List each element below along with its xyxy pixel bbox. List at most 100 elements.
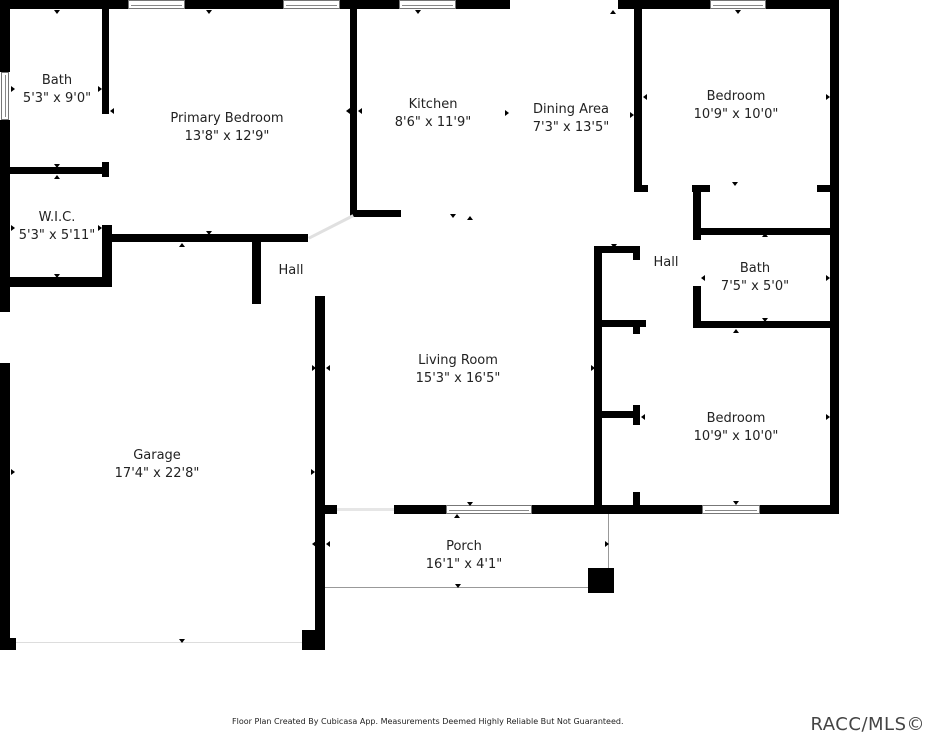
wall	[532, 505, 702, 514]
room-name: Garage	[133, 448, 181, 463]
door-opening	[308, 214, 354, 240]
room-name: Kitchen	[408, 97, 458, 112]
room-dimensions: 7'5" x 5'0"	[720, 279, 790, 294]
watermark: RACC/MLS©	[810, 714, 925, 735]
room-name: Bedroom	[706, 411, 766, 426]
dimension-tick-icon	[610, 10, 616, 14]
disclaimer-text: Floor Plan Created By Cubicasa App. Meas…	[232, 717, 624, 726]
dimension-tick-icon	[206, 10, 212, 14]
wall	[0, 638, 16, 650]
dimension-tick-icon	[732, 182, 738, 186]
dimension-tick-icon	[179, 243, 185, 247]
room-bedroom-upper: Bedroom 10'9" x 10'0"	[694, 88, 779, 124]
wall	[634, 9, 642, 192]
room-dimensions: 5'3" x 9'0"	[22, 91, 92, 106]
wall	[693, 228, 830, 235]
wall	[325, 505, 337, 514]
room-name: W.I.C.	[38, 210, 76, 225]
wall	[102, 9, 109, 114]
wall	[692, 185, 710, 192]
wall	[634, 185, 648, 192]
wall	[185, 0, 283, 9]
wall	[252, 240, 261, 304]
wall	[693, 286, 701, 328]
dimension-tick-icon	[312, 365, 316, 371]
dimension-tick-icon	[54, 164, 60, 168]
room-name: Porch	[446, 539, 482, 554]
room-dimensions: 10'9" x 10'0"	[693, 107, 779, 122]
wall	[594, 411, 640, 418]
room-name: Bath	[41, 73, 73, 88]
wall	[394, 505, 446, 514]
dimension-tick-icon	[643, 94, 647, 100]
dimension-tick-icon	[505, 110, 509, 116]
wall	[693, 185, 701, 240]
dimension-tick-icon	[346, 108, 350, 114]
window	[710, 0, 766, 9]
room-dimensions: 7'3" x 13'5"	[532, 120, 610, 135]
dimension-tick-icon	[415, 10, 421, 14]
wall	[456, 0, 510, 9]
dimension-tick-icon	[54, 175, 60, 179]
dimension-tick-icon	[826, 275, 830, 281]
room-name: Bedroom	[706, 89, 766, 104]
room-name: Living Room	[418, 353, 498, 368]
dimension-tick-icon	[762, 233, 768, 237]
dimension-tick-icon	[735, 10, 741, 14]
dimension-tick-icon	[826, 414, 830, 420]
room-porch: Porch 16'1" x 4'1"	[426, 538, 502, 574]
wall	[10, 277, 112, 287]
wall	[633, 320, 640, 334]
wall	[0, 363, 10, 650]
room-hall-left: Hall	[279, 262, 304, 280]
room-dimensions: 16'1" x 4'1"	[425, 557, 503, 572]
dimension-tick-icon	[591, 365, 595, 371]
wall	[766, 0, 838, 9]
dimension-tick-icon	[450, 214, 456, 218]
room-wic: W.I.C. 5'3" x 5'11"	[19, 209, 95, 245]
porch-post	[588, 568, 614, 593]
window	[702, 505, 760, 514]
dimension-tick-icon	[733, 501, 739, 505]
dimension-tick-icon	[54, 10, 60, 14]
window	[283, 0, 340, 9]
room-name: Hall	[278, 263, 304, 278]
dimension-tick-icon	[358, 108, 362, 114]
wall	[0, 120, 10, 312]
dimension-tick-icon	[641, 414, 645, 420]
wall	[594, 246, 640, 253]
dimension-tick-icon	[611, 244, 617, 248]
room-dimensions: 10'9" x 10'0"	[693, 429, 779, 444]
wall	[830, 0, 839, 514]
wall	[693, 321, 830, 328]
room-kitchen: Kitchen 8'6" x 11'9"	[395, 96, 471, 132]
dimension-tick-icon	[701, 275, 705, 281]
wall	[817, 185, 830, 192]
room-name: Primary Bedroom	[170, 111, 284, 126]
garage-door-line	[16, 642, 302, 643]
wall	[0, 0, 128, 9]
room-dimensions: 17'4" x 22'8"	[114, 466, 200, 481]
room-dimensions: 15'3" x 16'5"	[415, 371, 501, 386]
window	[399, 0, 456, 9]
window	[128, 0, 185, 9]
wall	[0, 0, 10, 72]
dimension-tick-icon	[312, 541, 316, 547]
wall	[109, 234, 308, 242]
wall	[594, 246, 602, 506]
room-dimensions: 5'3" x 5'11"	[18, 228, 96, 243]
wall	[350, 210, 401, 217]
dimension-tick-icon	[11, 86, 15, 92]
room-name: Bath	[739, 261, 771, 276]
wall	[633, 492, 640, 514]
wall	[315, 296, 325, 650]
dimension-tick-icon	[467, 216, 473, 220]
room-living-room: Living Room 15'3" x 16'5"	[416, 352, 501, 388]
dimension-tick-icon	[630, 112, 634, 118]
window	[1, 72, 9, 120]
dimension-tick-icon	[455, 584, 461, 588]
door-opening	[337, 508, 394, 511]
dimension-tick-icon	[311, 469, 315, 475]
dimension-tick-icon	[98, 225, 102, 231]
